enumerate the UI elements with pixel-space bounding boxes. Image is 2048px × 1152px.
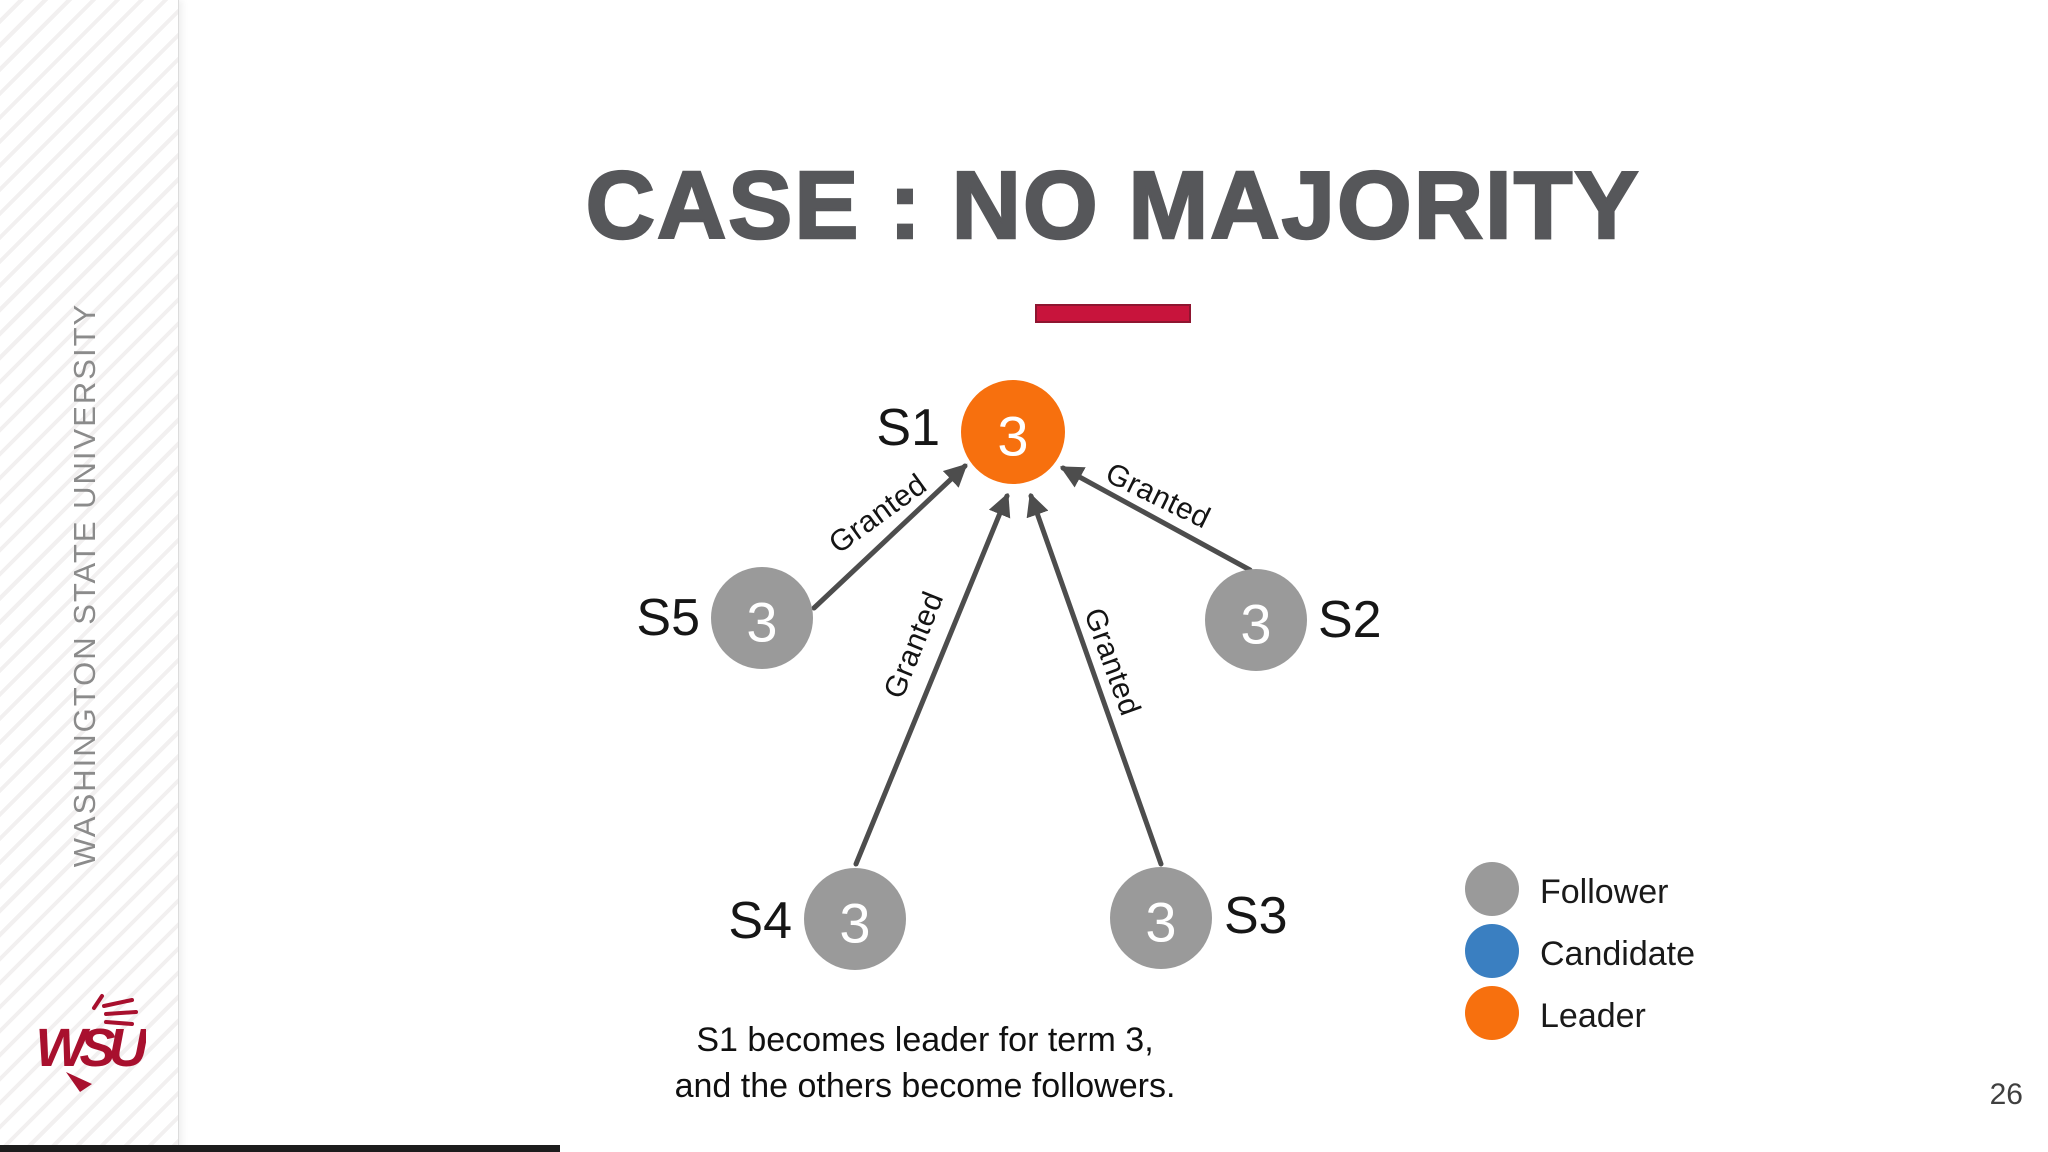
node-label: S5 (636, 589, 700, 647)
legend-label: Leader (1540, 997, 1646, 1035)
logo-letters: WSU (36, 1018, 146, 1078)
logo-jaw (66, 1072, 92, 1092)
node-term-value: 3 (746, 591, 777, 654)
legend-item-candidate: Candidate (1465, 924, 1695, 978)
node-label: S2 (1318, 591, 1382, 649)
slide-title: CASE : NO MAJORITY (584, 152, 1641, 259)
legend-label: Follower (1540, 873, 1668, 911)
legend-swatch-leader (1465, 986, 1519, 1040)
node-circle (804, 868, 906, 970)
university-sidebar: WASHINGTON STATE UNIVERSITY WSU (0, 0, 179, 1152)
edge-s4-to-s1: Granted (853, 492, 1011, 867)
node-s4-follower: 3 S4 (728, 868, 906, 970)
node-term-value: 3 (997, 405, 1028, 468)
page-number: 26 (1989, 1078, 2023, 1111)
legend: Follower Candidate Leader (1465, 862, 1695, 1040)
node-s3-follower: 3 S3 (1110, 867, 1288, 969)
edge-s3-to-s1: Granted (1026, 492, 1164, 867)
title-accent-bar (1035, 304, 1191, 323)
edge-arrow (853, 492, 1011, 867)
legend-item-follower: Follower (1465, 862, 1668, 916)
edge-arrow (811, 463, 968, 611)
edge-s5-to-s1: Granted (811, 463, 968, 611)
edge-arrow (1026, 492, 1164, 867)
node-label: S1 (876, 399, 940, 457)
bottom-edge-strip (0, 1145, 560, 1152)
legend-swatch-follower (1465, 862, 1519, 916)
logo-ear (92, 994, 104, 1010)
node-term-value: 3 (1240, 593, 1271, 656)
caption-line-2: and the others become followers. (675, 1067, 1176, 1105)
caption-line-1: S1 becomes leader for term 3, (696, 1021, 1153, 1059)
title-block: CASE : NO MAJORITY (178, 152, 2048, 323)
node-circle (961, 380, 1065, 484)
wsu-cougar-logo-icon: WSU (36, 992, 156, 1102)
logo-whisker (102, 998, 134, 1008)
node-term-value: 3 (839, 892, 870, 955)
logo-whisker (104, 1010, 138, 1016)
node-circle (1110, 867, 1212, 969)
node-label: S4 (728, 892, 792, 950)
legend-swatch-candidate (1465, 924, 1519, 978)
edge-s2-to-s1: Granted (1059, 457, 1253, 573)
legend-item-leader: Leader (1465, 986, 1646, 1040)
node-label: S3 (1224, 887, 1288, 945)
edge-label-granted: Granted (878, 587, 951, 703)
node-s2-follower: 3 S2 (1205, 569, 1382, 671)
caption: S1 becomes leader for term 3, and the ot… (675, 1021, 1176, 1105)
logo-whisker (104, 1020, 134, 1026)
edge-arrow (1059, 465, 1253, 573)
node-circle (1205, 569, 1307, 671)
node-s1-leader: 3 S1 (876, 380, 1065, 484)
node-circle (711, 567, 813, 669)
node-term-value: 3 (1145, 891, 1176, 954)
node-s5-follower: 3 S5 (636, 567, 813, 669)
legend-label: Candidate (1540, 935, 1695, 973)
